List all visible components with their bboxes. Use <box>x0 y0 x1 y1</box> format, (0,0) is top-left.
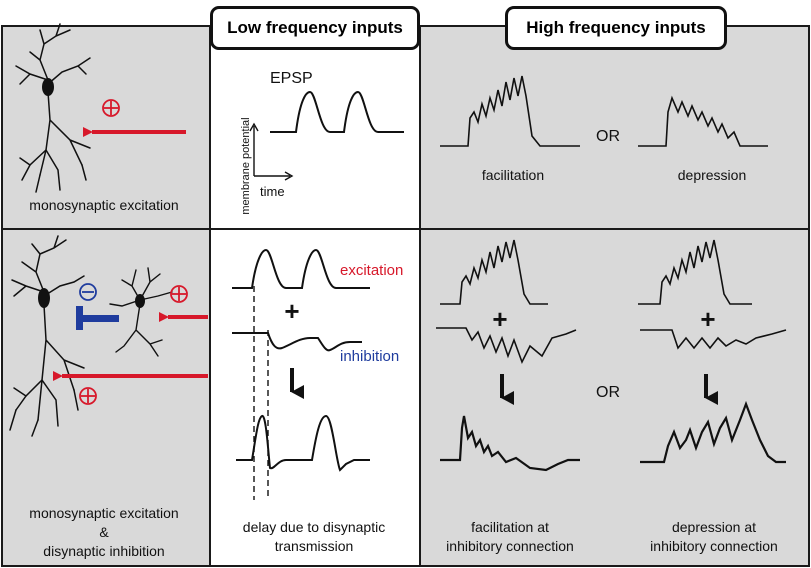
excitation-label: excitation <box>340 262 404 279</box>
dep-inh-caption-line1: depression at <box>671 519 757 535</box>
neuron-icon-row1 <box>15 23 91 193</box>
plus-sign-dep: + <box>700 304 716 334</box>
interneuron-icon <box>109 267 173 357</box>
combined-trace <box>236 414 370 472</box>
delay-caption-line2: transmission <box>274 538 354 554</box>
inhibition-label: inhibition <box>340 348 400 365</box>
fac-inh-caption-line2: inhibitory connection <box>446 538 574 554</box>
inhibition-trace <box>232 332 362 352</box>
facilitation-inhibition-trace <box>436 327 577 365</box>
y-axis-label: membrane potential <box>240 117 252 215</box>
facilitation-excitation-trace <box>440 239 548 305</box>
low-frequency-header: Low frequency inputs <box>210 6 420 50</box>
high-frequency-title: High frequency inputs <box>526 18 706 37</box>
right-panel-bg <box>420 26 809 566</box>
inhibitory-synapse-icon <box>76 306 119 330</box>
or-label-row2: OR <box>596 384 620 401</box>
depression-trace <box>638 95 768 147</box>
plus-circle-icon-principal <box>79 387 97 405</box>
high-frequency-header: High frequency inputs <box>505 6 727 50</box>
delay-caption-line1: delay due to disynaptic <box>242 519 386 535</box>
or-label-row1: OR <box>596 128 620 145</box>
depression-label: depression <box>677 167 747 183</box>
left-caption-amp: & <box>99 524 109 540</box>
monosynaptic-caption: monosynaptic excitation <box>29 197 179 213</box>
plus-sign-mid: + <box>284 296 300 326</box>
plus-sign-fac: + <box>492 304 508 334</box>
fac-inh-caption-line1: facilitation at <box>471 519 549 535</box>
low-frequency-title: Low frequency inputs <box>227 18 403 37</box>
depression-result-trace <box>640 400 786 464</box>
neuron-soma-row1 <box>42 78 54 96</box>
axes-icon <box>249 122 294 181</box>
x-axis-label: time <box>260 184 285 199</box>
principal-neuron-icon <box>9 235 85 437</box>
left-caption-line1: monosynaptic excitation <box>29 505 179 521</box>
excitation-trace <box>232 248 370 289</box>
left-caption-line2: disynaptic inhibition <box>43 543 165 559</box>
minus-circle-icon <box>79 283 97 301</box>
epsp-trace <box>270 90 404 133</box>
facilitation-result-trace <box>440 415 580 472</box>
facilitation-label: facilitation <box>481 167 545 183</box>
depression-excitation-trace <box>638 239 752 305</box>
dep-inh-caption-line2: inhibitory connection <box>650 538 778 554</box>
interneuron-soma <box>135 294 145 308</box>
plus-circle-icon-interneuron <box>170 285 188 303</box>
left-panel-bg <box>2 26 210 566</box>
depression-inhibition-trace <box>640 329 787 350</box>
epsp-label: EPSP <box>270 70 313 87</box>
plus-circle-icon-row1 <box>102 99 120 117</box>
facilitation-trace <box>440 75 580 147</box>
principal-neuron-soma <box>38 288 50 308</box>
